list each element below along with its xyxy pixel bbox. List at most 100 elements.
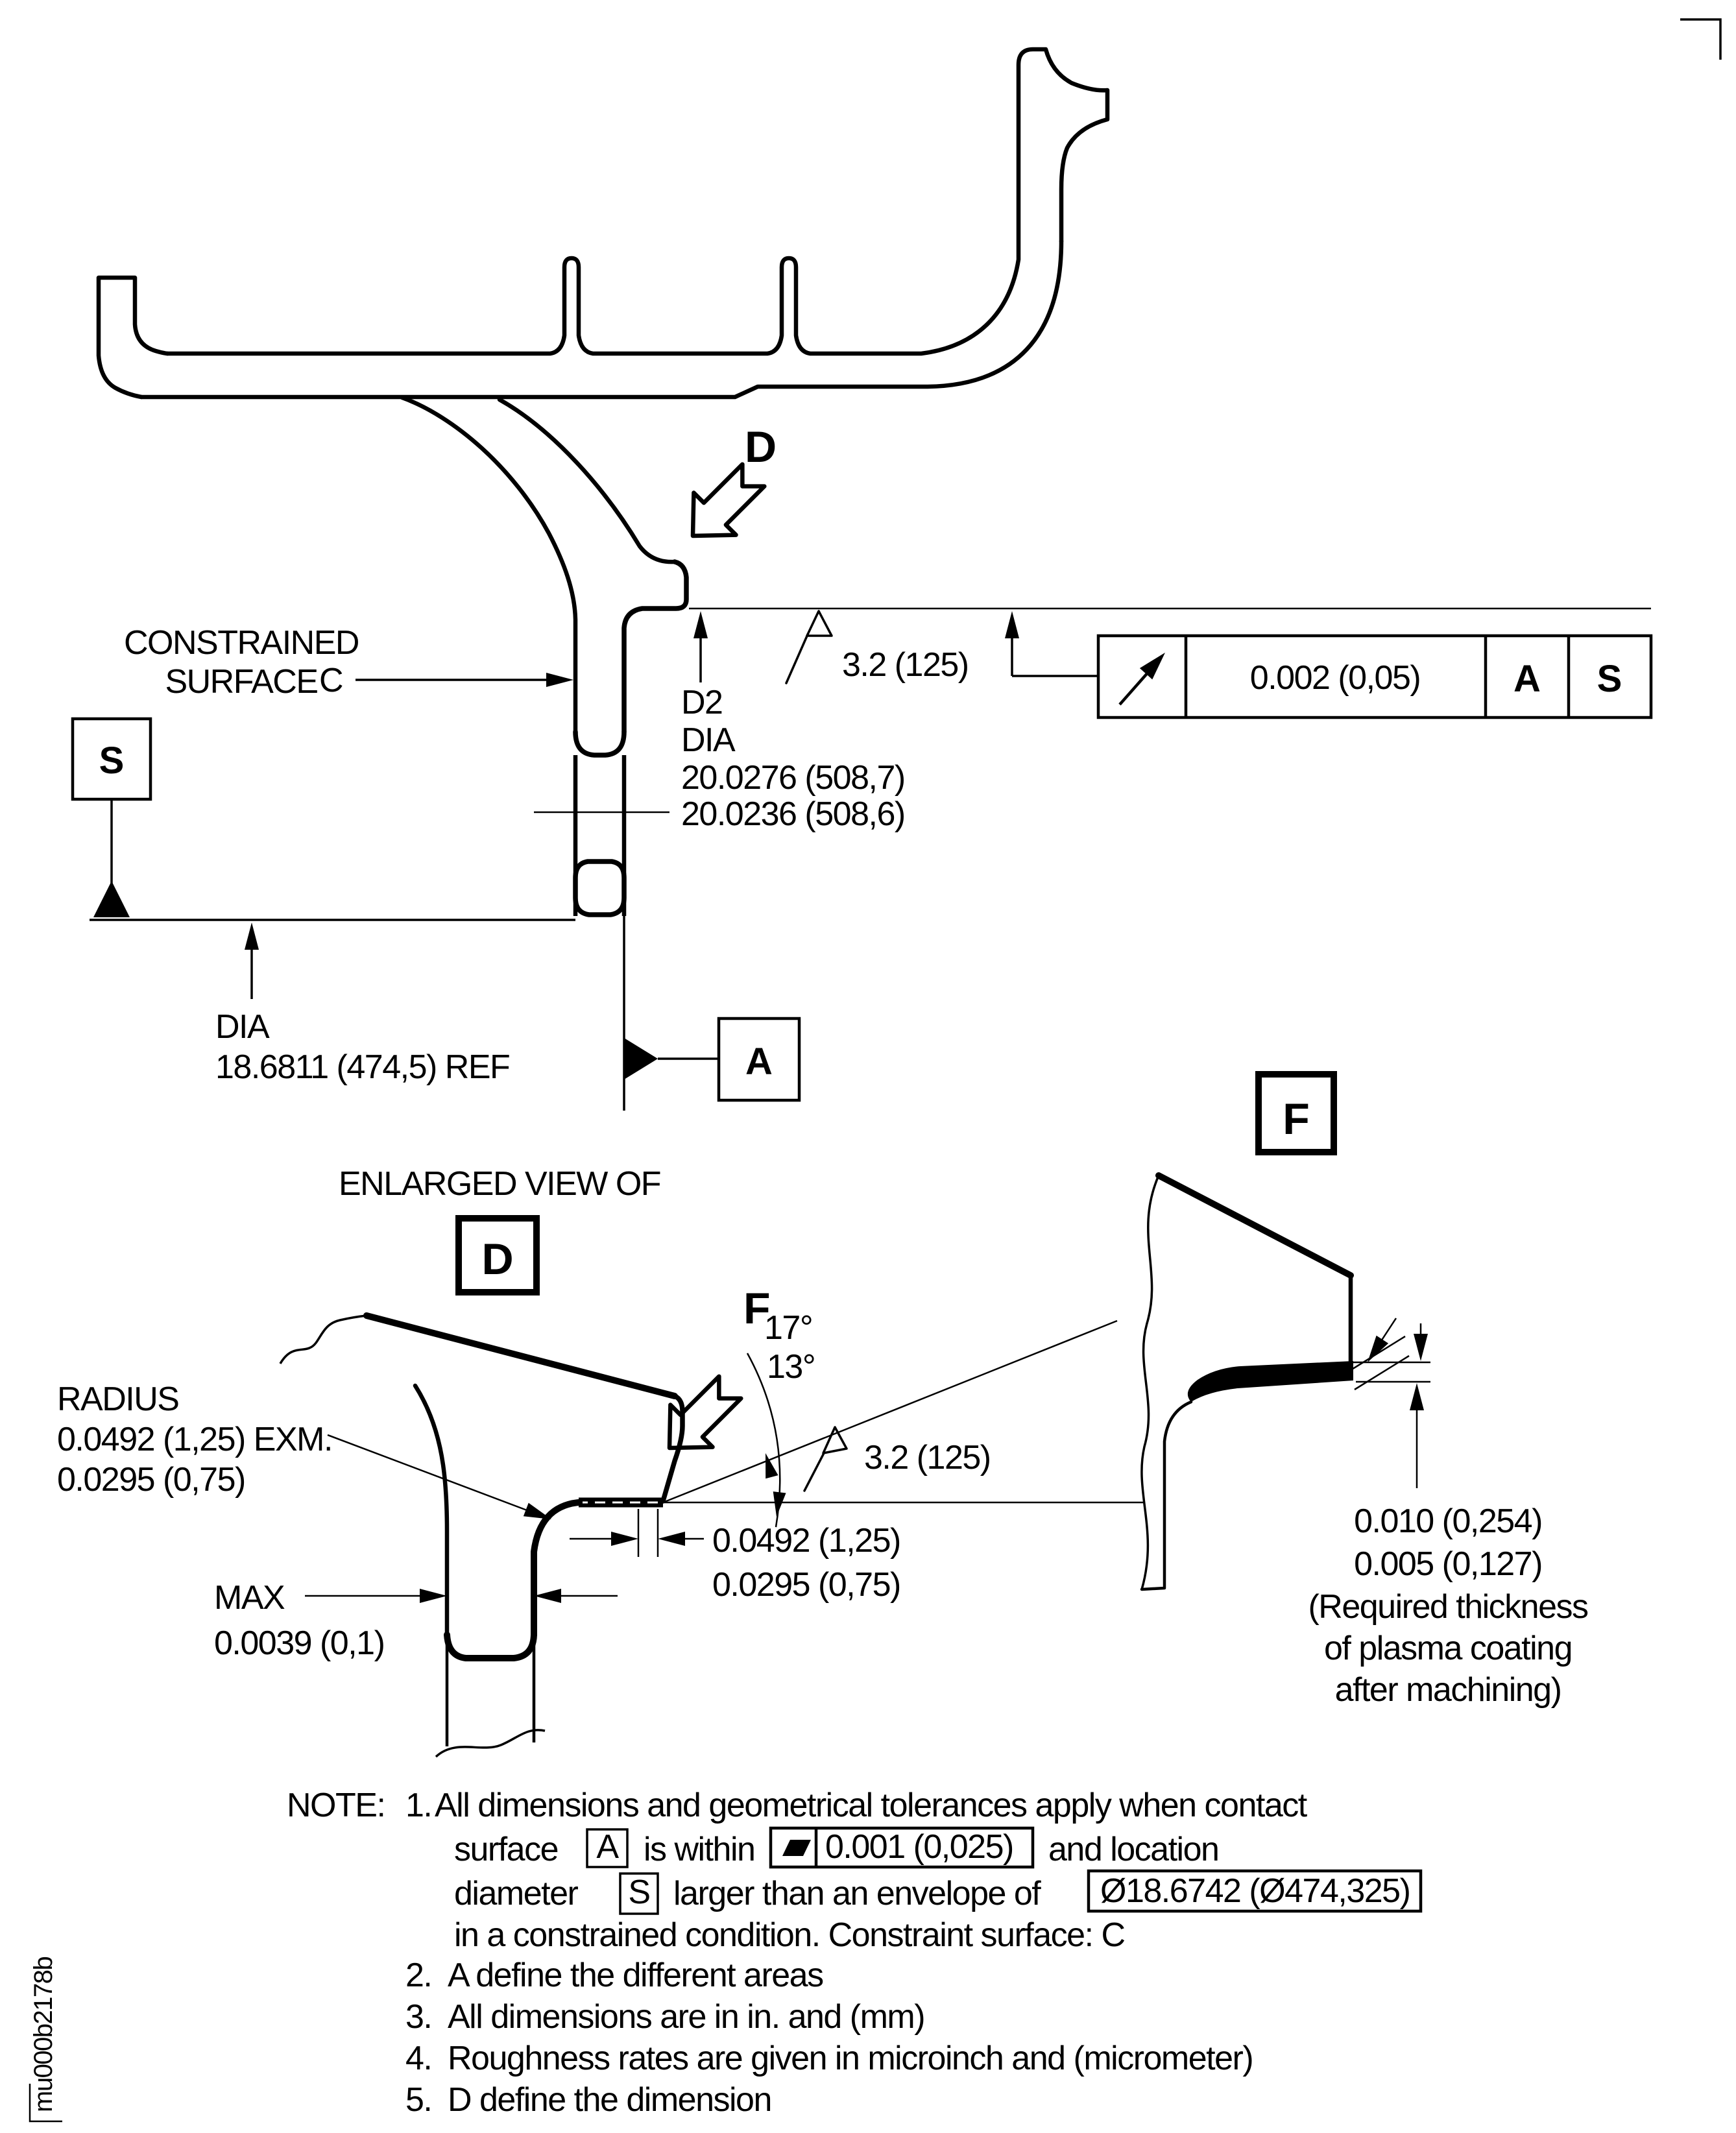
profile-top-surface-and-member-left <box>165 47 1110 356</box>
f-coating-line2: 0.005 (0,127) <box>1354 1545 1542 1583</box>
fcf-leader-arrowhead <box>1005 611 1019 638</box>
dia-ref-arrowhead <box>245 922 259 950</box>
d-max-arrowhead-left <box>420 1589 447 1603</box>
enlarged-view-f: F 0.010 (0,254) 0.005 (0,127) (Required … <box>1140 1071 1589 1709</box>
note4-num: 4. <box>405 2040 431 2077</box>
view-arrow-f: F <box>667 1284 771 1451</box>
corner-mark-top-right <box>1680 18 1722 60</box>
d-break-line-top <box>279 1314 367 1364</box>
datum-a-letter: A <box>745 1041 773 1083</box>
note2-text: A define the different areas <box>448 1957 823 1994</box>
d-angle-lower: 13° <box>767 1348 815 1386</box>
view-arrow-d-label: D <box>745 422 777 472</box>
constrained-surface-line2: SURFACE <box>165 663 317 701</box>
d-width-line1: 0.0492 (1,25) <box>712 1522 900 1560</box>
note1-line2-pre: surface <box>454 1831 558 1868</box>
note1-flatness-frame <box>769 1826 1035 1869</box>
view-arrow-d: D <box>690 422 777 538</box>
stem-band-capsule <box>573 859 627 917</box>
f-slant-extension-lines <box>1350 1335 1410 1391</box>
flatness-symbol-icon <box>782 1840 811 1856</box>
d-angle-slant-line <box>662 1320 1118 1504</box>
f-coating-line1: 0.010 (0,254) <box>1354 1502 1542 1540</box>
d-max-line2: 0.0039 (0,1) <box>214 1624 384 1662</box>
view-arrow-f-glyph <box>667 1374 743 1451</box>
profile-funnel-inner <box>497 397 677 564</box>
fcf-dividers <box>1184 636 1571 717</box>
d-left-wall <box>413 1383 450 1637</box>
roughness-d-value: 3.2 (125) <box>864 1439 991 1476</box>
d2-line2: DIA <box>681 721 736 759</box>
view-d-label-box <box>455 1215 540 1295</box>
roughness-symbol-main: 3.2 (125) <box>785 610 969 684</box>
note1-line2-post: and location <box>1048 1831 1218 1868</box>
d-radius-line2: 0.0492 (1,25) EXM. <box>57 1421 332 1458</box>
f-thickness-ref-lines <box>1353 1361 1430 1383</box>
f-slant-arrowhead <box>1368 1335 1389 1362</box>
profile-member-outer-and-lower-surface <box>139 239 1064 400</box>
f-coating-line3: (Required thickness <box>1308 1588 1588 1626</box>
fcf-frame <box>1096 634 1653 719</box>
d-max-line1: MAX <box>214 1579 285 1617</box>
f-up-arrowhead <box>1410 1383 1424 1410</box>
d-angle-arc-arrowhead-top <box>766 1453 778 1479</box>
corner-mark-bottom-left <box>29 2084 62 2123</box>
roughness-d-check <box>803 1452 825 1492</box>
note1-datum-s-letter: S <box>628 1874 649 1911</box>
roughness-main-check <box>785 633 809 684</box>
datum-c-arrowhead <box>546 673 573 687</box>
note5-num: 5. <box>405 2081 431 2119</box>
d-radius-leader <box>327 1434 543 1517</box>
d-width-arrowhead-left <box>611 1532 638 1546</box>
d-angle-arc-arrowhead-bottom <box>773 1491 786 1517</box>
stem-band-upper-cap <box>573 729 627 758</box>
f-under-profile <box>1140 1400 1193 1591</box>
view-f-label-box <box>1255 1071 1337 1155</box>
main-view: D CONSTRAINED SURFACE C S DIA 18.6811 (4… <box>71 47 1653 1111</box>
constrained-surface-line1: CONSTRAINED <box>124 624 359 662</box>
fcf-datum1: A <box>1513 658 1541 700</box>
datum-a-triangle <box>624 1038 658 1079</box>
d2-line3: 20.0276 (508,7) <box>681 759 905 797</box>
d-break-line-bottom <box>435 1729 546 1758</box>
d-width-line2: 0.0295 (0,75) <box>712 1566 900 1604</box>
note3-text: All dimensions are in in. and (mm) <box>448 1998 924 2036</box>
dia-ref-line1: DIA <box>215 1008 270 1046</box>
profile-funnel-outer <box>400 395 578 734</box>
view-arrow-d-glyph <box>690 462 767 538</box>
roughness-d-flag <box>822 1426 848 1454</box>
datum-a-box <box>717 1017 801 1102</box>
page-marks: mu000b2178b <box>29 18 1722 2123</box>
d-width-arrowhead-right <box>658 1532 685 1546</box>
f-top-edge <box>1155 1172 1354 1279</box>
note1-envelope-value: Ø18.6742 (Ø474,325) <box>1100 1872 1410 1910</box>
enlarged-view-d: ENLARGED VIEW OF D RADIUS 0.0492 (1,25) … <box>57 1165 1143 1758</box>
note1-envelope-box <box>1087 1869 1423 1913</box>
roughness-main-value: 3.2 (125) <box>842 646 969 684</box>
roughness-symbol-view-d: 3.2 (125) <box>803 1426 991 1492</box>
notes-block: NOTE: 1. All dimensions and geometrical … <box>287 1787 1423 2119</box>
note1-datum-a-box <box>586 1828 629 1868</box>
enlarged-view-title: ENLARGED VIEW OF <box>339 1165 660 1203</box>
note1-line1: All dimensions and geometrical tolerance… <box>435 1787 1308 1824</box>
note5-text: D define the dimension <box>448 2081 771 2119</box>
fcf-leader <box>1011 619 1098 677</box>
datum-s-letter: S <box>99 740 125 782</box>
f-plasma-coating-band <box>1187 1361 1353 1402</box>
d-width-extension-lines <box>637 1509 659 1557</box>
note1-line3-mid: larger than an envelope of <box>673 1875 1041 1912</box>
note1-flatness-value: 0.001 (0,025) <box>825 1828 1013 1866</box>
note1-datum-a-letter: A <box>596 1828 619 1866</box>
datum-s-triangle <box>93 881 130 917</box>
view-d-label-letter: D <box>481 1235 513 1284</box>
note1-line2-mid: is within <box>644 1831 754 1868</box>
d-radius-line3: 0.0295 (0,75) <box>57 1461 245 1499</box>
view-arrow-f-label: F <box>743 1284 771 1333</box>
fcf-tolerance-value: 0.002 (0,05) <box>1250 659 1420 697</box>
d2-arrowhead <box>693 611 708 638</box>
note4-text: Roughness rates are given in microinch a… <box>448 2040 1253 2077</box>
profile-d2-seat-ledge <box>621 559 689 734</box>
note1-datum-s-box <box>619 1872 659 1915</box>
